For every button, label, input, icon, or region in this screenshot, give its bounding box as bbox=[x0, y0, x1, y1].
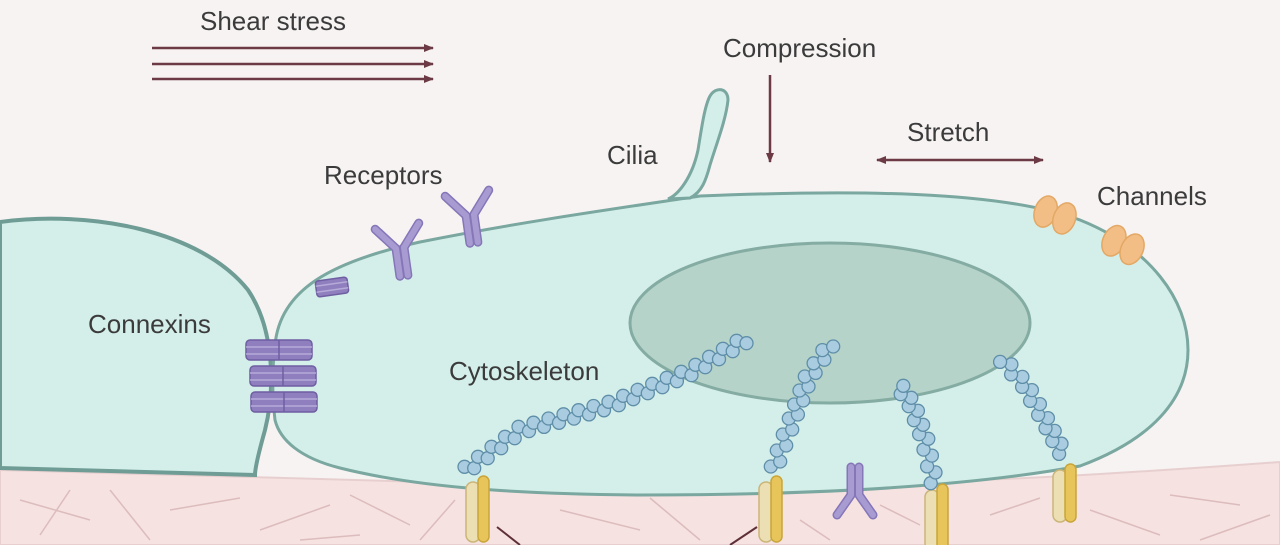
adhesion-connector-lines bbox=[496, 526, 758, 545]
connexin-icon bbox=[245, 339, 313, 361]
label-connexins: Connexins bbox=[88, 309, 211, 339]
connexin-icon bbox=[314, 276, 350, 298]
actin-bead bbox=[826, 339, 841, 354]
receptor-icon bbox=[440, 185, 494, 248]
actin-filaments bbox=[457, 333, 1069, 491]
actin-filament-icon bbox=[763, 339, 841, 474]
integrin-icon bbox=[1052, 463, 1077, 523]
connexin-icon bbox=[249, 365, 317, 387]
connexin-icon bbox=[250, 391, 318, 413]
channel-icon bbox=[1033, 195, 1077, 235]
integrin-icon bbox=[465, 475, 490, 543]
actin-bead bbox=[739, 336, 754, 351]
label-compression: Compression bbox=[723, 33, 876, 63]
matrix-fibers bbox=[19, 489, 1271, 541]
label-stretch: Stretch bbox=[907, 117, 989, 147]
integrin-icon bbox=[924, 483, 949, 545]
connexin-group bbox=[245, 339, 318, 413]
label-receptors: Receptors bbox=[324, 160, 443, 190]
actin-bead bbox=[896, 378, 911, 393]
actin-filament-icon bbox=[893, 378, 943, 491]
receptor-icon bbox=[370, 218, 424, 281]
receptor-icon bbox=[832, 462, 878, 520]
label-cilia: Cilia bbox=[607, 140, 658, 170]
neighbor-cell bbox=[0, 216, 274, 478]
label-channels: Channels bbox=[1097, 181, 1207, 211]
actin-filament-icon bbox=[457, 333, 754, 476]
nucleus bbox=[628, 241, 1032, 405]
actin-bead bbox=[992, 354, 1008, 370]
label-shear-stress: Shear stress bbox=[200, 6, 346, 36]
integrin-icon bbox=[758, 475, 783, 543]
channel-icon bbox=[1101, 224, 1145, 266]
shear-stress-arrows bbox=[152, 44, 434, 83]
label-cytoskeleton: Cytoskeleton bbox=[449, 356, 599, 386]
actin-filament-icon bbox=[992, 354, 1069, 462]
cilium bbox=[667, 88, 730, 201]
